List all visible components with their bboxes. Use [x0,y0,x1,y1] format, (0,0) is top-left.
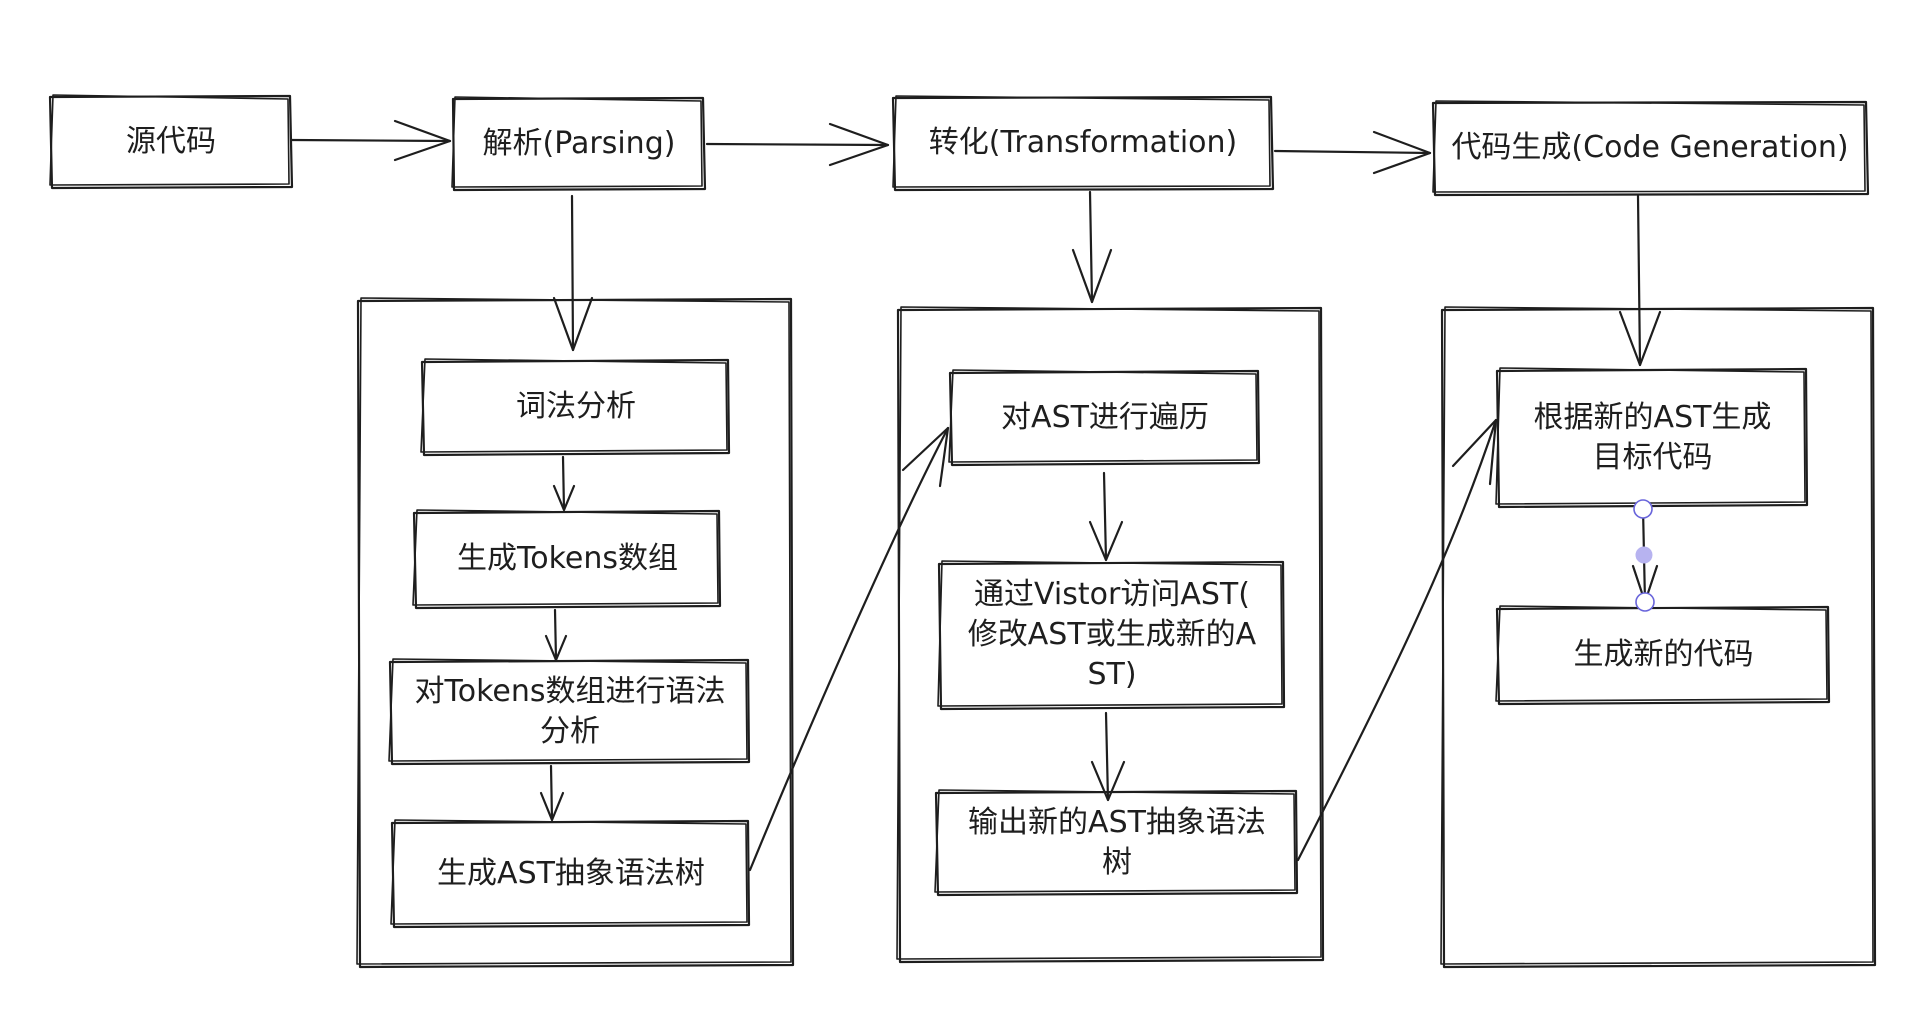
node-parsing-step-3[interactable]: 对Tokens数组进行语法 分析 [392,662,748,761]
arrow-transformation-step-2-3 [1090,711,1126,802]
box-generation-step-2 [1495,605,1831,706]
node-generation-step-2[interactable]: 生成新的代码 [1499,609,1828,701]
connector-mid-handle[interactable] [1635,546,1653,564]
panel-transformation [896,306,1325,964]
panel-parsing [356,297,795,969]
box-parsing-step-3 [388,658,751,766]
arrow-parsing-step-1-2 [552,455,576,512]
arrow-transformation-down [1071,190,1113,304]
node-parsing-step-3-label: 对Tokens数组进行语法 分析 [414,673,726,749]
node-transformation-step-1-label: 对AST进行遍历 [1001,399,1209,435]
arrow-generation-step-1-2[interactable] [1631,499,1659,612]
box-transformation-step-3 [934,789,1299,897]
node-generation-label: 代码生成(Code Generation) [1451,130,1849,165]
panel-generation [1440,306,1877,969]
arrow-parsing-to-transformation-step [748,426,950,872]
node-transformation-step-2[interactable]: 通过Vistor访问AST( 修改AST或生成新的A ST) [941,564,1283,706]
box-parsing-step-4 [390,819,751,929]
node-parsing-step-1-label: 词法分析 [516,389,636,424]
node-parsing[interactable]: 解析(Parsing) [454,100,704,188]
arrow-transformation-to-generation-step [1296,418,1498,862]
node-source[interactable]: 源代码 [52,98,290,186]
box-parsing [451,96,707,192]
node-transformation-step-2-label: 通过Vistor访问AST( 修改AST或生成新的A ST) [967,577,1257,692]
box-generation [1431,100,1870,197]
node-transformation-step-1[interactable]: 对AST进行遍历 [952,373,1258,462]
arrow-source-to-parsing [290,119,452,162]
node-parsing-step-4-label: 生成AST抽象语法树 [437,855,705,891]
box-transformation-step-1 [948,369,1261,467]
node-transformation-step-3[interactable]: 输出新的AST抽象语法 树 [938,793,1296,892]
connector-start-handle[interactable] [1633,499,1653,519]
node-parsing-step-1[interactable]: 词法分析 [424,362,728,452]
node-parsing-step-4[interactable]: 生成AST抽象语法树 [394,823,748,924]
connector-end-handle[interactable] [1635,592,1655,612]
node-transformation-step-3-label: 输出新的AST抽象语法 树 [968,804,1266,880]
node-generation-step-1[interactable]: 根据新的AST生成 目标代码 [1499,371,1806,504]
node-parsing-label: 解析(Parsing) [482,126,676,161]
box-parsing-step-1 [420,358,731,457]
node-generation-step-2-label: 生成新的代码 [1573,637,1754,672]
box-parsing-step-2 [412,509,722,610]
box-generation-step-1 [1495,367,1809,509]
box-source [48,94,294,190]
box-transformation-step-2 [937,560,1286,711]
arrow-parsing-step-2-3 [544,608,568,662]
box-transformation [891,95,1275,192]
node-source-label: 源代码 [126,124,216,159]
node-transformation[interactable]: 转化(Transformation) [895,99,1271,187]
node-parsing-step-2-label: 生成Tokens数组 [457,541,678,576]
arrow-parsing-to-transformation [705,122,890,167]
arrow-transformation-step-1-2 [1088,471,1124,562]
node-parsing-step-2[interactable]: 生成Tokens数组 [416,513,719,605]
arrow-parsing-down [552,194,594,352]
node-generation-step-1-label: 根据新的AST生成 目标代码 [1533,399,1772,475]
arrow-parsing-step-3-4 [539,764,565,822]
node-generation[interactable]: 代码生成(Code Generation) [1434,104,1866,192]
arrow-transformation-to-generation [1273,130,1432,175]
arrow-generation-down [1618,194,1662,367]
node-transformation-label: 转化(Transformation) [928,125,1238,160]
